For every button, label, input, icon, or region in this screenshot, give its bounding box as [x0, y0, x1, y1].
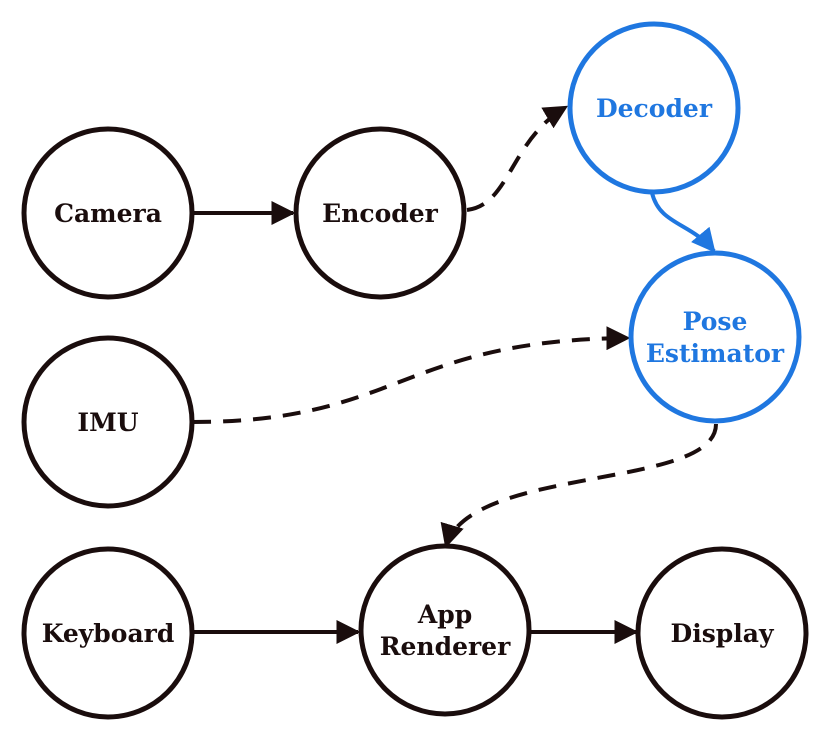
node-camera: Camera [21, 126, 195, 300]
node-keyboard-circle [21, 546, 195, 720]
node-display-circle [635, 546, 809, 720]
node-display-label: Display [671, 619, 775, 648]
node-app-renderer-label: App [417, 600, 472, 629]
node-decoder-circle [567, 21, 741, 195]
node-camera-label: Camera [54, 199, 162, 228]
node-display: Display [635, 546, 809, 720]
node-imu-circle [21, 335, 195, 509]
node-decoder-label: Decoder [596, 94, 713, 123]
node-encoder: Encoder [293, 126, 467, 300]
edge-encoder-to-decoder [466, 105, 569, 212]
node-imu-label: IMU [77, 408, 138, 437]
edge-imu-to-pose-estimator [192, 326, 631, 424]
node-keyboard-label: Keyboard [42, 619, 175, 648]
edge-decoder-to-pose-estimator [650, 192, 716, 253]
edges-layer [192, 105, 718, 644]
node-app-renderer-circle [358, 543, 532, 717]
node-decoder: Decoder [567, 21, 741, 195]
edge-pose-estimator-to-app-renderer [440, 423, 718, 549]
node-pose-estimator-circle [628, 250, 802, 424]
node-encoder-circle [293, 126, 467, 300]
node-camera-circle [21, 126, 195, 300]
node-pose-estimator-label: Pose [683, 307, 748, 336]
node-keyboard: Keyboard [21, 546, 195, 720]
node-app-renderer-label: Renderer [380, 632, 511, 661]
node-encoder-label: Encoder [322, 199, 439, 228]
node-imu: IMU [21, 335, 195, 509]
node-pose-estimator-label: Estimator [646, 339, 785, 368]
